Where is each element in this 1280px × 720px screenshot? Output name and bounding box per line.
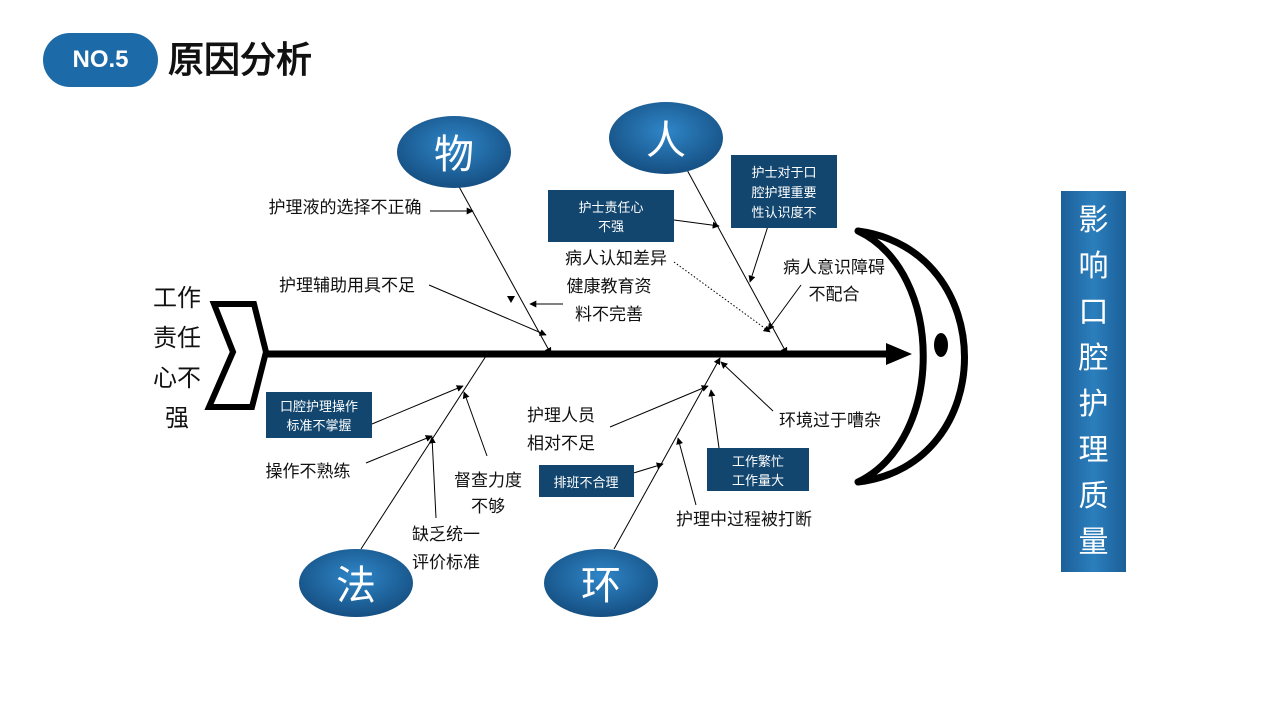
cause-ren-3-line: 不配合: [809, 285, 860, 305]
effect-char: 响: [1078, 248, 1109, 284]
cause-wu-2: 护理辅助用具不足: [279, 276, 415, 296]
effect-char: 腔: [1078, 340, 1109, 376]
cause-fa-2-line: 不够: [471, 497, 505, 517]
branch-huan-2: [676, 437, 697, 506]
branch-fa-1: [365, 435, 433, 464]
cause-fa-box-1: 口腔护理操作 标准不掌握: [266, 392, 372, 438]
cause-fa-box-1-line: 标准不掌握: [286, 419, 351, 434]
effect-char: 口: [1078, 294, 1109, 330]
effect-char: 影: [1078, 202, 1109, 238]
bone-wu: [456, 182, 552, 355]
cause-ren-2-line: 健康教育资: [567, 277, 652, 297]
effect-char: 护: [1078, 386, 1109, 422]
cause-ren-1: 病人认知差异: [565, 249, 667, 269]
cause-ren-box-2-line: 性认识度不: [751, 205, 816, 221]
category-huan: 环: [544, 549, 658, 617]
cause-huan-2: 护理中过程被打断: [676, 510, 812, 530]
cause-fa-box-1-line: 口腔护理操作: [280, 399, 358, 415]
cause-huan-box-2-line: 工作量大: [732, 474, 784, 489]
cause-huan-1-line: 护理人员: [527, 406, 595, 426]
cause-huan-box-1-line: 排班不合理: [553, 476, 618, 491]
cause-huan-box-2: 工作繁忙 工作量大: [707, 448, 809, 491]
cause-fa-3-line: 缺乏统一: [412, 525, 480, 545]
spine-arrowhead: [886, 343, 912, 365]
bone-fa: [360, 355, 487, 550]
section-number-badge: NO.5: [43, 33, 158, 87]
effect-panel: 影 响 口 腔 护 理 质 量: [1061, 191, 1126, 572]
branch-wu-2: [428, 284, 547, 336]
fish-eye: [934, 333, 948, 357]
cause-wu-1: 护理液的选择不正确: [269, 198, 422, 218]
cause-ren-3: 病人意识障碍 不配合: [783, 258, 885, 305]
problem-line: 工作: [153, 284, 201, 312]
cause-huan-box-1: 排班不合理: [539, 465, 634, 497]
cause-huan-1-line: 相对不足: [527, 434, 595, 454]
problem-statement: 工作 责任 心不 强: [153, 284, 201, 432]
category-fa-label: 法: [336, 563, 376, 609]
cause-fa-1: 操作不熟练: [266, 461, 351, 482]
branch-ren-3: [767, 284, 802, 331]
cause-ren-box-1-line: 不强: [598, 220, 624, 235]
category-huan-label: 环: [581, 563, 621, 609]
branch-ren-1: [673, 261, 771, 333]
branch-fa-2: [462, 391, 488, 457]
branch-huan-box2: [708, 389, 720, 449]
category-ren: 人: [609, 102, 723, 174]
category-wu: 物: [397, 116, 511, 188]
cause-ren-2-line: 料不完善: [575, 305, 643, 325]
category-fa: 法: [299, 549, 413, 617]
problem-line: 责任: [153, 324, 201, 352]
cause-fa-3-line: 评价标准: [412, 553, 480, 573]
effect-char: 量: [1078, 524, 1109, 560]
category-ren-label: 人: [646, 118, 686, 164]
cause-fa-2-line: 督查力度: [454, 471, 522, 491]
cause-huan-box-2-line: 工作繁忙: [732, 454, 784, 470]
branch-huan-3: [720, 361, 774, 412]
cause-ren-2: 健康教育资 料不完善: [567, 277, 652, 325]
effect-char: 理: [1078, 432, 1109, 468]
problem-line: 心不: [153, 364, 201, 392]
cause-ren-box-2-line: 护士对于口: [751, 166, 816, 181]
cause-huan-3: 环境过于嘈杂: [779, 411, 881, 431]
fish-head: [854, 227, 968, 486]
branch-fa-3: [428, 436, 437, 519]
effect-char: 质: [1078, 478, 1109, 514]
fish-tail: [204, 301, 270, 410]
branch-fa-box1: [371, 385, 464, 425]
cause-ren-box-2-line: 腔护理重要: [751, 185, 816, 201]
category-wu-label: 物: [434, 132, 474, 178]
cause-ren-box-2: 护士对于口 腔护理重要 性认识度不: [731, 155, 837, 228]
cause-fa-2: 督查力度 不够: [454, 471, 522, 517]
branch-ren-box1: [673, 219, 720, 229]
cause-ren-box-1-line: 护士责任心: [578, 201, 643, 216]
cause-ren-box-1: 护士责任心 不强: [548, 190, 674, 242]
page-title: 原因分析: [168, 40, 313, 81]
wu-bone-marker: [507, 296, 515, 303]
cause-ren-3-line: 病人意识障碍: [783, 258, 885, 278]
problem-line: 强: [165, 404, 189, 432]
cause-huan-1: 护理人员 相对不足: [527, 406, 595, 454]
branch-ren-box2: [748, 225, 769, 283]
branch-huan-1: [609, 385, 709, 428]
cause-fa-3: 缺乏统一 评价标准: [412, 525, 480, 573]
